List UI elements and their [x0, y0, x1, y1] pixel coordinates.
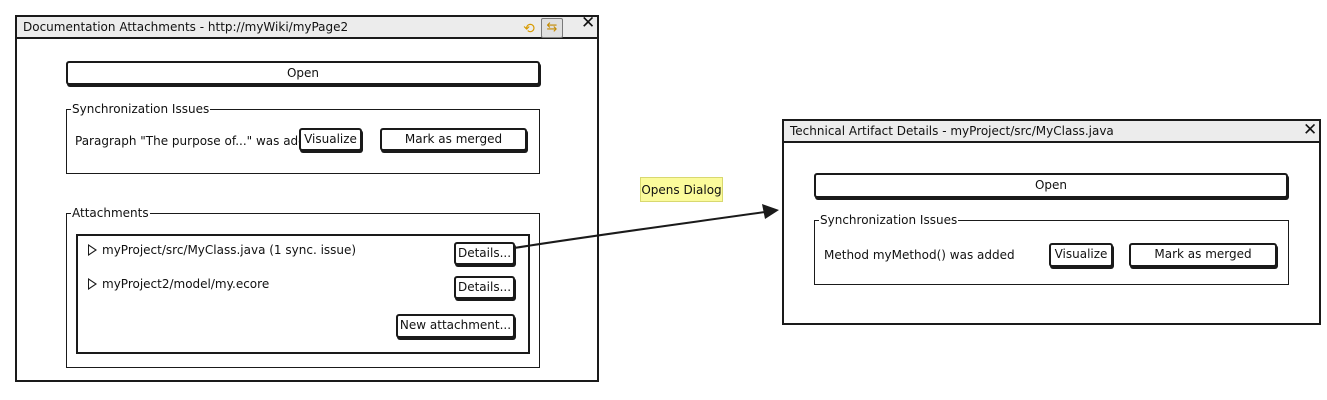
- window-title: Technical Artifact Details - myProject/s…: [790, 124, 1114, 138]
- sync-issues-legend: Synchronization Issues: [71, 102, 211, 116]
- mark-as-merged-button[interactable]: Mark as merged: [380, 128, 527, 151]
- technical-artifact-details-window: Technical Artifact Details - myProject/s…: [782, 119, 1321, 325]
- window-title: Documentation Attachments - http://myWik…: [23, 20, 349, 34]
- sync-issues-legend: Synchronization Issues: [819, 213, 959, 227]
- sync-issue-text: Method myMethod() was added: [824, 248, 1015, 262]
- open-button[interactable]: Open: [814, 173, 1288, 198]
- window-titlebar: Technical Artifact Details - myProject/s…: [784, 121, 1319, 143]
- details-button[interactable]: Details...: [454, 276, 515, 299]
- expand-icon[interactable]: [88, 278, 97, 290]
- open-button[interactable]: Open: [66, 61, 540, 85]
- sync-issues-group: Synchronization Issues Paragraph "The pu…: [66, 102, 540, 174]
- expand-icon[interactable]: [88, 244, 97, 256]
- attachment-item-label[interactable]: myProject/src/MyClass.java (1 sync. issu…: [102, 243, 357, 257]
- sync-icon[interactable]: ⟲: [523, 21, 535, 37]
- sync-issues-group: Synchronization Issues Method myMethod()…: [814, 213, 1289, 285]
- visualize-button[interactable]: Visualize: [299, 128, 362, 151]
- link-toggle-icon[interactable]: ⇆: [541, 18, 563, 38]
- opens-dialog-note: Opens Dialog: [640, 177, 723, 202]
- attachments-legend: Attachments: [71, 206, 150, 220]
- attachments-group: Attachments myProject/src/MyClass.java (…: [66, 206, 540, 368]
- close-icon[interactable]: ✕: [581, 13, 596, 33]
- new-attachment-button[interactable]: New attachment...: [396, 314, 515, 338]
- attachments-list: myProject/src/MyClass.java (1 sync. issu…: [76, 234, 530, 354]
- attachment-item-label[interactable]: myProject2/model/my.ecore: [102, 277, 270, 291]
- details-button[interactable]: Details...: [454, 242, 515, 265]
- window-titlebar: Documentation Attachments - http://myWik…: [17, 17, 597, 39]
- mark-as-merged-button[interactable]: Mark as merged: [1129, 243, 1277, 267]
- visualize-button[interactable]: Visualize: [1049, 243, 1113, 267]
- sync-issue-text: Paragraph "The purpose of..." was added: [75, 134, 321, 148]
- close-icon[interactable]: ✕: [1303, 120, 1318, 140]
- documentation-attachments-window: Documentation Attachments - http://myWik…: [15, 15, 599, 382]
